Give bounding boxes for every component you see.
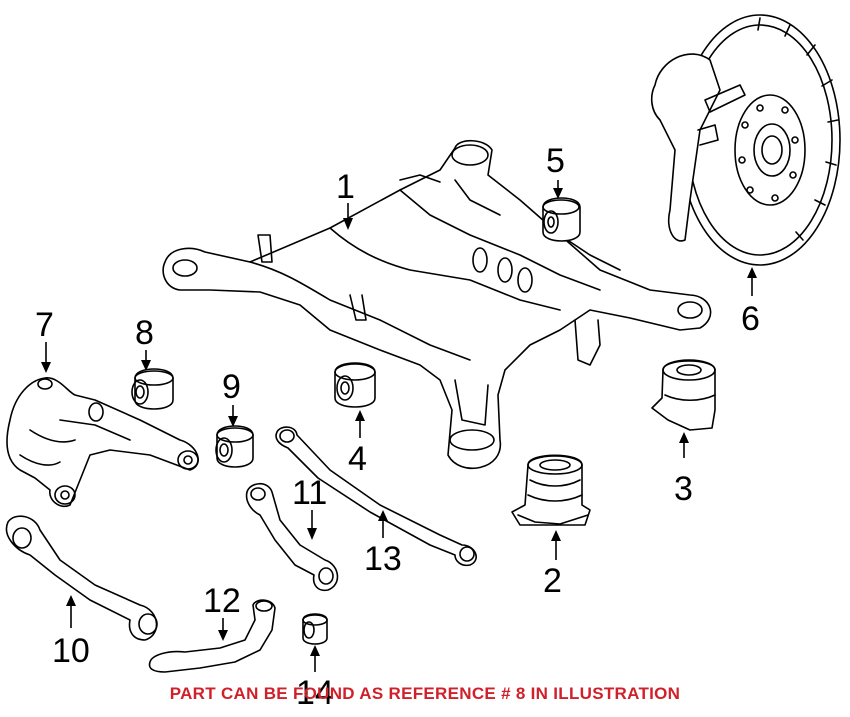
part-1-subframe xyxy=(162,139,712,470)
part-7-control-arm xyxy=(6,377,199,508)
callout-11: 11 xyxy=(292,474,327,512)
callout-9: 9 xyxy=(222,368,241,406)
part-14-bushing xyxy=(302,613,328,645)
callout-4: 4 xyxy=(348,440,367,478)
callout-13: 13 xyxy=(364,540,402,578)
callout-1: 1 xyxy=(336,168,355,206)
part-8-bushing xyxy=(131,368,174,410)
callout-2: 2 xyxy=(543,562,562,600)
callout-3: 3 xyxy=(674,470,693,508)
callout-8: 8 xyxy=(135,314,154,352)
part-13-toe-link xyxy=(275,426,477,567)
callout-12: 12 xyxy=(203,582,241,620)
part-9-bushing xyxy=(215,425,254,468)
leader-lines xyxy=(41,180,757,672)
part-12-control-arm xyxy=(148,599,276,673)
callout-7: 7 xyxy=(35,306,54,344)
part-10-control-arm xyxy=(5,515,158,641)
part-4-bushing xyxy=(334,362,376,408)
callout-10: 10 xyxy=(52,632,90,670)
callout-6: 6 xyxy=(741,300,760,338)
part-11-camber-arm xyxy=(245,482,339,592)
callout-5: 5 xyxy=(546,142,565,180)
part-5-bushing xyxy=(542,197,581,242)
part-6-wheel-carrier xyxy=(650,14,841,266)
callout-14: 14 xyxy=(296,674,334,712)
part-3-subframe-mount xyxy=(651,359,716,431)
part-2-subframe-mount xyxy=(511,454,591,526)
reference-note: PART CAN BE FOUND AS REFERENCE # 8 IN IL… xyxy=(169,684,681,703)
